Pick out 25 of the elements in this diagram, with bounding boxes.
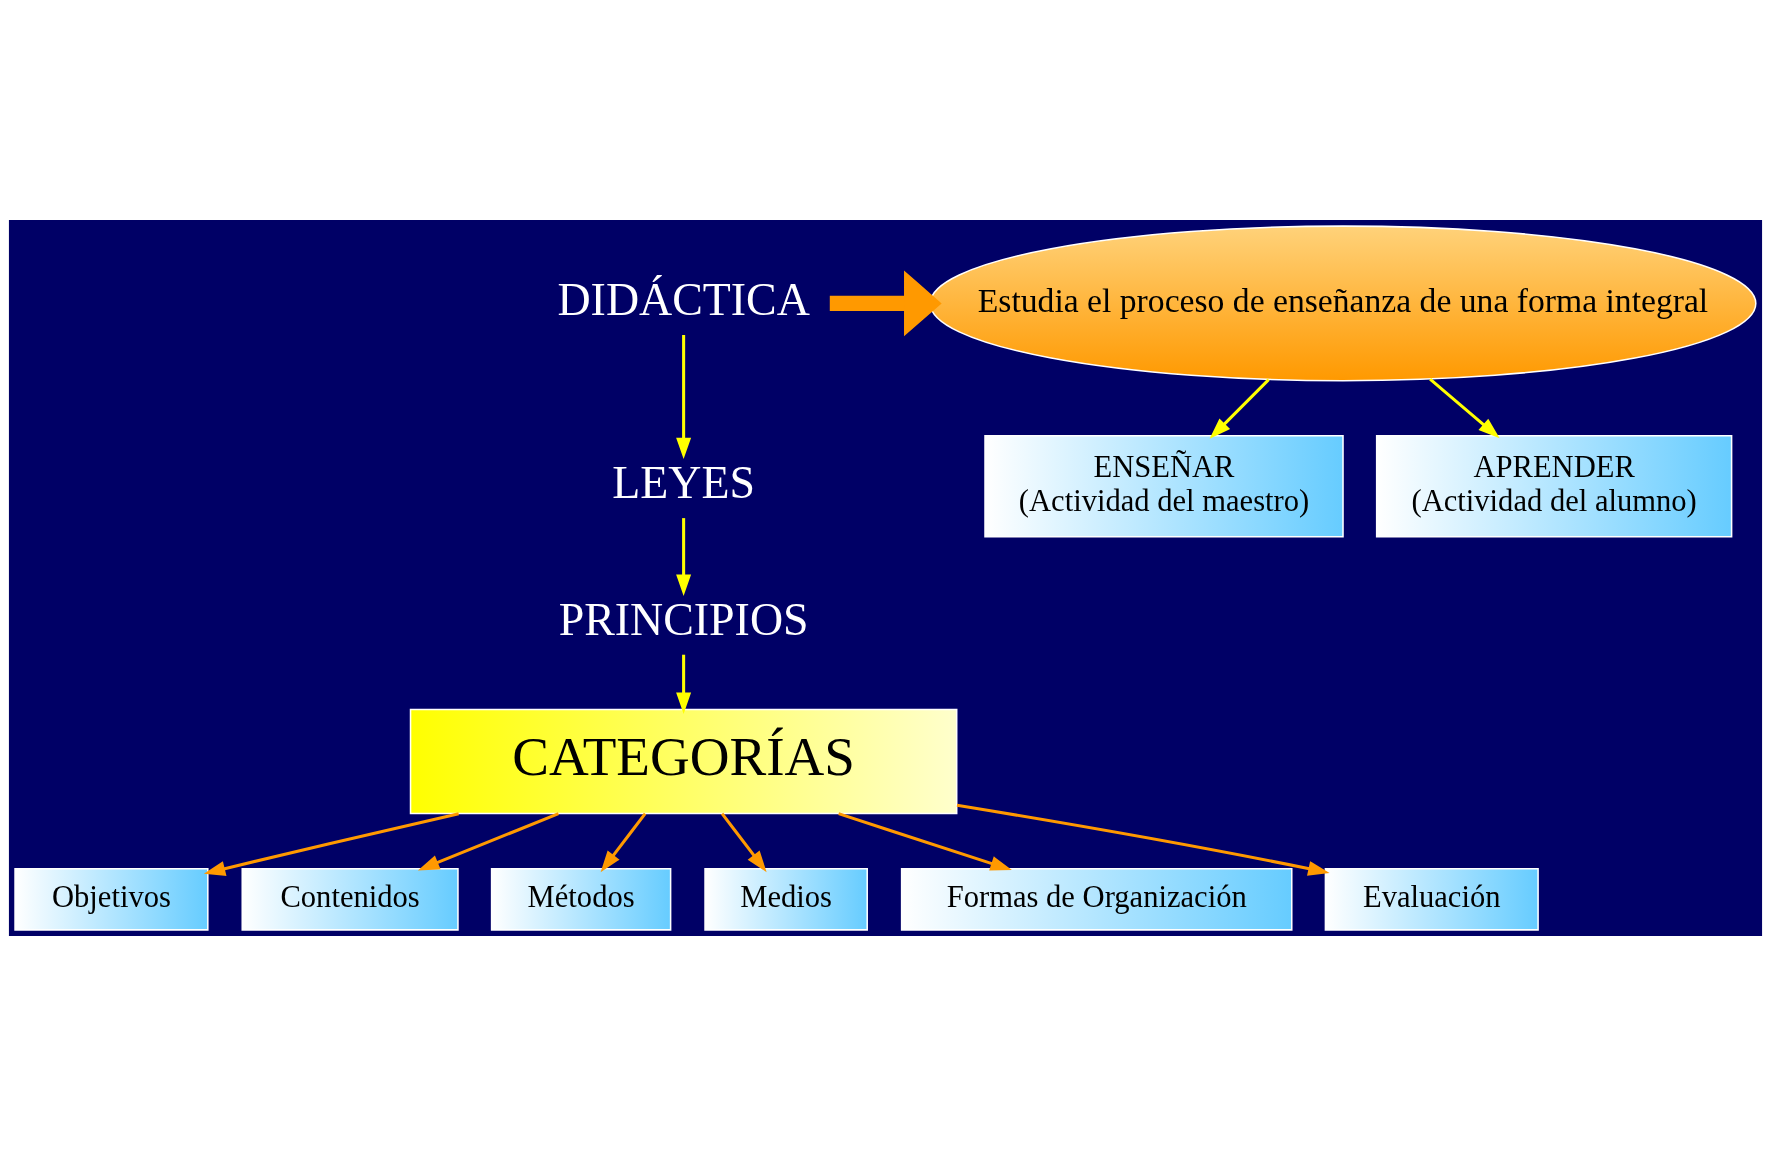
arrow — [1209, 378, 1270, 439]
arrow — [417, 811, 560, 870]
arrow — [720, 812, 767, 872]
arrow — [1429, 377, 1500, 438]
node-box: Contenidos — [241, 867, 459, 931]
arrow — [600, 812, 647, 872]
arrow — [829, 269, 942, 336]
node-box: Métodos — [490, 867, 672, 931]
node-box: Formas de Organización — [900, 867, 1293, 931]
arrow — [203, 811, 459, 876]
node-text: LEYES — [612, 456, 755, 508]
arrow — [956, 803, 1330, 876]
node-box: Medios — [704, 867, 868, 931]
node-text: PRINCIPIOS — [558, 593, 809, 645]
node-text: DIDÁCTICA — [557, 273, 810, 325]
node-box: Objetivos — [14, 867, 209, 931]
arrow — [676, 654, 692, 714]
arrow — [838, 811, 1012, 871]
node-box: Evaluación — [1324, 867, 1539, 931]
arrow — [676, 334, 692, 459]
node-box: ENSEÑAR (Actividad del maestro) — [984, 434, 1344, 537]
node-box: CATEGORÍAS — [409, 708, 958, 814]
node-box: APRENDER (Actividad del alumno) — [1375, 434, 1733, 537]
arrow — [676, 517, 692, 596]
node-ellipse: Estudia el proceso de enseñanza de una forma integral — [929, 224, 1757, 381]
